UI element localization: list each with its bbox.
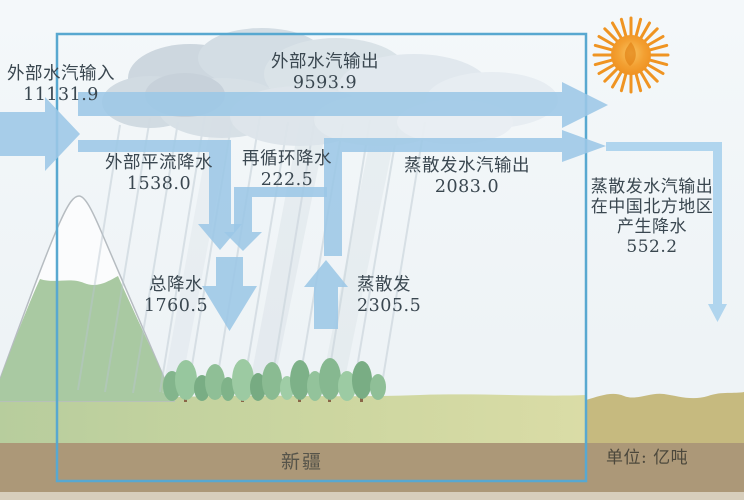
region-frame-border	[55, 32, 588, 483]
soil-strip-bottom-edge	[0, 492, 744, 500]
flow-value: 11131.9	[23, 85, 99, 105]
label-total-precip: 总降水 1760.5	[114, 275, 238, 317]
flow-name: 在中国北方地区	[590, 197, 714, 217]
label-external-output: 外部水汽输出 9593.9	[255, 52, 395, 94]
label-advection-precip: 外部平流降水 1538.0	[98, 153, 220, 195]
arrow-total-precip	[202, 257, 257, 331]
flow-name: 蒸散发	[357, 275, 411, 295]
mountain-green-slope	[0, 276, 174, 401]
flow-value: 1760.5	[143, 296, 209, 316]
flow-name: 蒸散发水汽输出	[404, 156, 530, 176]
label-external-input: 外部水汽输入 11131.9	[0, 64, 122, 106]
grass-ground	[0, 394, 586, 445]
flow-value: 1538.0	[126, 174, 192, 194]
tree-row	[163, 358, 386, 402]
unit-label: 单位: 亿吨	[606, 448, 689, 468]
soil-strip	[0, 443, 744, 494]
flow-value: 552.2	[626, 237, 678, 257]
label-evapotranspiration: 蒸散发 2305.5	[357, 275, 467, 317]
arrow-evapotranspiration	[304, 260, 348, 329]
arrow-evap-vapor-output	[324, 130, 606, 256]
arrow-external-output	[78, 82, 608, 128]
flow-name: 外部水汽输出	[271, 52, 379, 72]
flow-name: 总降水	[149, 275, 203, 295]
flow-name: 再循环降水	[242, 149, 332, 169]
flow-value: 222.5	[260, 170, 314, 190]
sun-icon	[592, 16, 670, 94]
arrow-evap-output-precip	[606, 142, 727, 322]
rain-streaks	[77, 114, 426, 394]
flow-name: 产生降水	[617, 217, 687, 237]
label-evap-output-precip-north-china: 蒸散发水汽输出 在中国北方地区 产生降水 552.2	[582, 177, 722, 257]
arrow-recycled-precip	[224, 187, 327, 251]
flow-value: 9593.9	[292, 73, 358, 93]
label-recycled-precip: 再循环降水 222.5	[224, 149, 350, 191]
flow-name: 外部水汽输入	[7, 64, 115, 84]
flow-name: 蒸散发水汽输出	[590, 177, 714, 197]
arrow-external-input	[0, 97, 80, 171]
sand-ground	[586, 392, 744, 445]
arrow-advection-precip	[78, 140, 242, 250]
sun-flame-mark	[624, 42, 636, 66]
region-name-label: 新疆	[280, 451, 323, 473]
flow-value: 2083.0	[434, 177, 500, 197]
flow-value: 2305.5	[357, 296, 422, 316]
label-evap-vapor-output: 蒸散发水汽输出 2083.0	[396, 156, 538, 198]
flow-name: 外部平流降水	[105, 153, 213, 173]
